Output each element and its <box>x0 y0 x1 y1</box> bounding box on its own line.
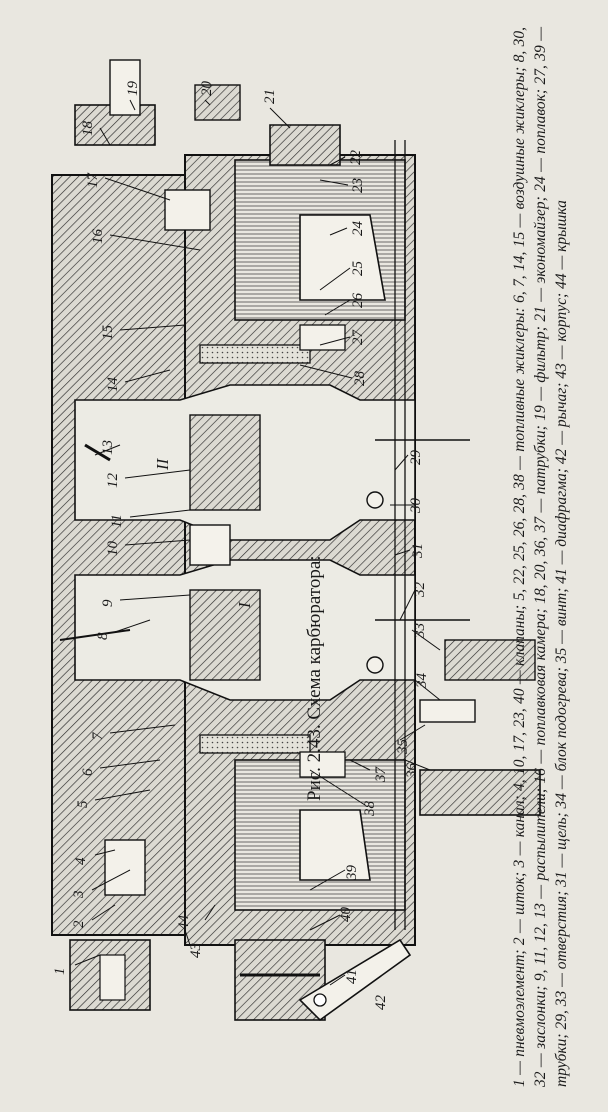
callout-15: 15 <box>100 325 116 341</box>
callout-44: 44 <box>176 915 192 931</box>
caption-title: Рис. 2.43. Схема карбюратора: <box>304 555 325 801</box>
callout-numbers: 1 2 3 4 5 6 7 8 9 10 11 12 13 14 15 16 1… <box>52 81 430 1011</box>
callout-6: 6 <box>80 768 96 776</box>
caption-block: Рис. 2.43. Схема карбюратора: 1 — пневмо… <box>4 11 604 1101</box>
carburetor-body <box>51 59 541 1022</box>
callout-19: 19 <box>125 81 141 97</box>
callout-14: 14 <box>105 377 121 393</box>
callout-13: 13 <box>100 440 116 455</box>
chamber-label-second: II <box>153 457 172 471</box>
callout-37: 37 <box>373 766 389 784</box>
callout-2: 2 <box>71 920 87 928</box>
callout-25: 25 <box>350 261 366 277</box>
callout-3: 3 <box>71 891 87 900</box>
callout-1: 1 <box>52 968 68 976</box>
callout-23: 23 <box>350 178 366 193</box>
callout-9: 9 <box>100 599 116 607</box>
callout-12: 12 <box>105 473 121 489</box>
chamber-label-first: I <box>235 601 254 609</box>
callout-31: 31 <box>410 543 426 559</box>
callout-21: 21 <box>262 89 278 104</box>
callout-35: 35 <box>395 739 411 756</box>
callout-20: 20 <box>199 81 215 97</box>
callout-28: 28 <box>352 371 368 387</box>
callout-26: 26 <box>350 293 366 309</box>
callout-7: 7 <box>90 731 106 740</box>
callout-30: 30 <box>408 498 424 515</box>
callout-4: 4 <box>73 857 89 865</box>
callout-27: 27 <box>350 329 366 346</box>
caption-legend: 1 — пневмоэлемент; 2 — шток; 3 — канал; … <box>511 27 570 1087</box>
callout-36: 36 <box>404 763 420 780</box>
callout-22: 22 <box>348 150 364 166</box>
callout-40: 40 <box>338 907 354 923</box>
callout-29: 29 <box>408 450 424 466</box>
callout-43: 43 <box>188 943 204 958</box>
callout-38: 38 <box>362 801 378 818</box>
callout-34: 34 <box>414 673 430 690</box>
callout-42: 42 <box>373 995 389 1011</box>
callout-18: 18 <box>80 121 96 137</box>
callout-8: 8 <box>95 632 111 640</box>
callout-16: 16 <box>90 229 106 245</box>
callout-32: 32 <box>412 582 428 599</box>
callout-24: 24 <box>350 221 366 237</box>
callout-11: 11 <box>109 514 125 528</box>
callout-33: 33 <box>412 623 428 639</box>
callout-39: 39 <box>344 865 360 882</box>
callout-17: 17 <box>85 172 101 189</box>
leader-lines <box>74 99 441 986</box>
callout-5: 5 <box>75 800 91 808</box>
callout-10: 10 <box>105 541 121 557</box>
callout-41: 41 <box>344 969 360 984</box>
